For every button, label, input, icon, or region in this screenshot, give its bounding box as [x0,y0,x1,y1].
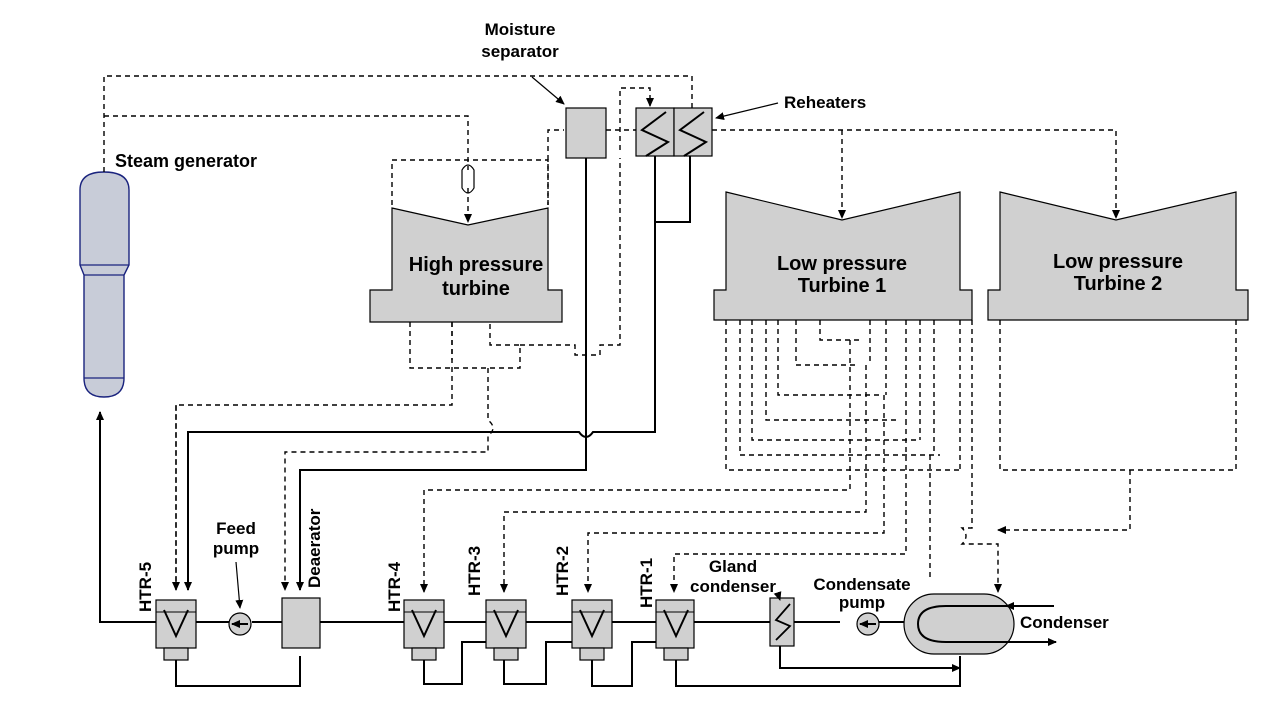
hp-exhaust-line [547,129,564,205]
deaerator-label: Deaerator [305,508,324,588]
steam-generator [79,171,130,398]
reheater-drain [184,156,656,591]
hp-turbine-label-1: High pressure [409,254,543,276]
reheaters-label: Reheaters [784,93,866,112]
htr-5-label: HTR-5 [136,562,155,612]
steam-generator-label: Steam generator [115,151,257,171]
htr-1-label: HTR-1 [637,558,656,608]
hp-steam-header [391,159,549,205]
lp2-extraction-lines [998,320,1237,530]
condenser [903,593,1057,655]
main-steam-line [103,75,693,172]
htr-1 [655,599,695,661]
lp-turbine-2-label-1: Low pressure [1053,251,1183,273]
condensate-pump-label-2: pump [839,593,885,612]
reheat-steam-to-lp [712,129,1120,219]
gland-condenser-label-1: Gland [709,557,757,576]
moisture-separator-label-1: Moisture [485,20,556,39]
moisture-separator [565,107,607,159]
htr-4-label: HTR-4 [385,561,404,612]
lp-turbine-1-label-1: Low pressure [777,253,907,275]
htr-4 [403,599,445,661]
hp-turbine-label-2: turbine [442,278,510,300]
htr-3 [485,599,527,661]
htr-2-label: HTR-2 [553,546,572,596]
htr-2 [571,599,613,661]
feed-pump [228,612,252,636]
feed-pump-label-2: pump [213,539,259,558]
reheaters [635,107,713,157]
low-pressure-turbine-2 [987,191,1249,321]
high-pressure-turbine [369,207,563,323]
moisture-separator-label-2: separator [481,42,559,61]
lp1-extraction-lines [420,320,1002,593]
htr-drain-lines [175,641,961,687]
condensate-pump [856,612,880,636]
feedwater-main-line [100,412,924,623]
low-pressure-turbine-1 [713,191,973,321]
gland-condenser [769,597,795,647]
feed-pump-label-1: Feed [216,519,256,538]
lp-turbine-1-label-2: Turbine 1 [798,275,887,297]
lp-turbine-2-label-2: Turbine 2 [1074,273,1163,295]
gland-condenser-label-2: condenser [690,577,776,596]
ms-drain [296,158,587,591]
deaerator [281,597,321,649]
condensate-pump-label-1: Condensate [813,575,910,594]
htr-5 [155,599,197,661]
main-steam-to-hp [104,115,468,222]
htr-3-label: HTR-3 [465,546,484,596]
condenser-label: Condenser [1020,613,1109,632]
